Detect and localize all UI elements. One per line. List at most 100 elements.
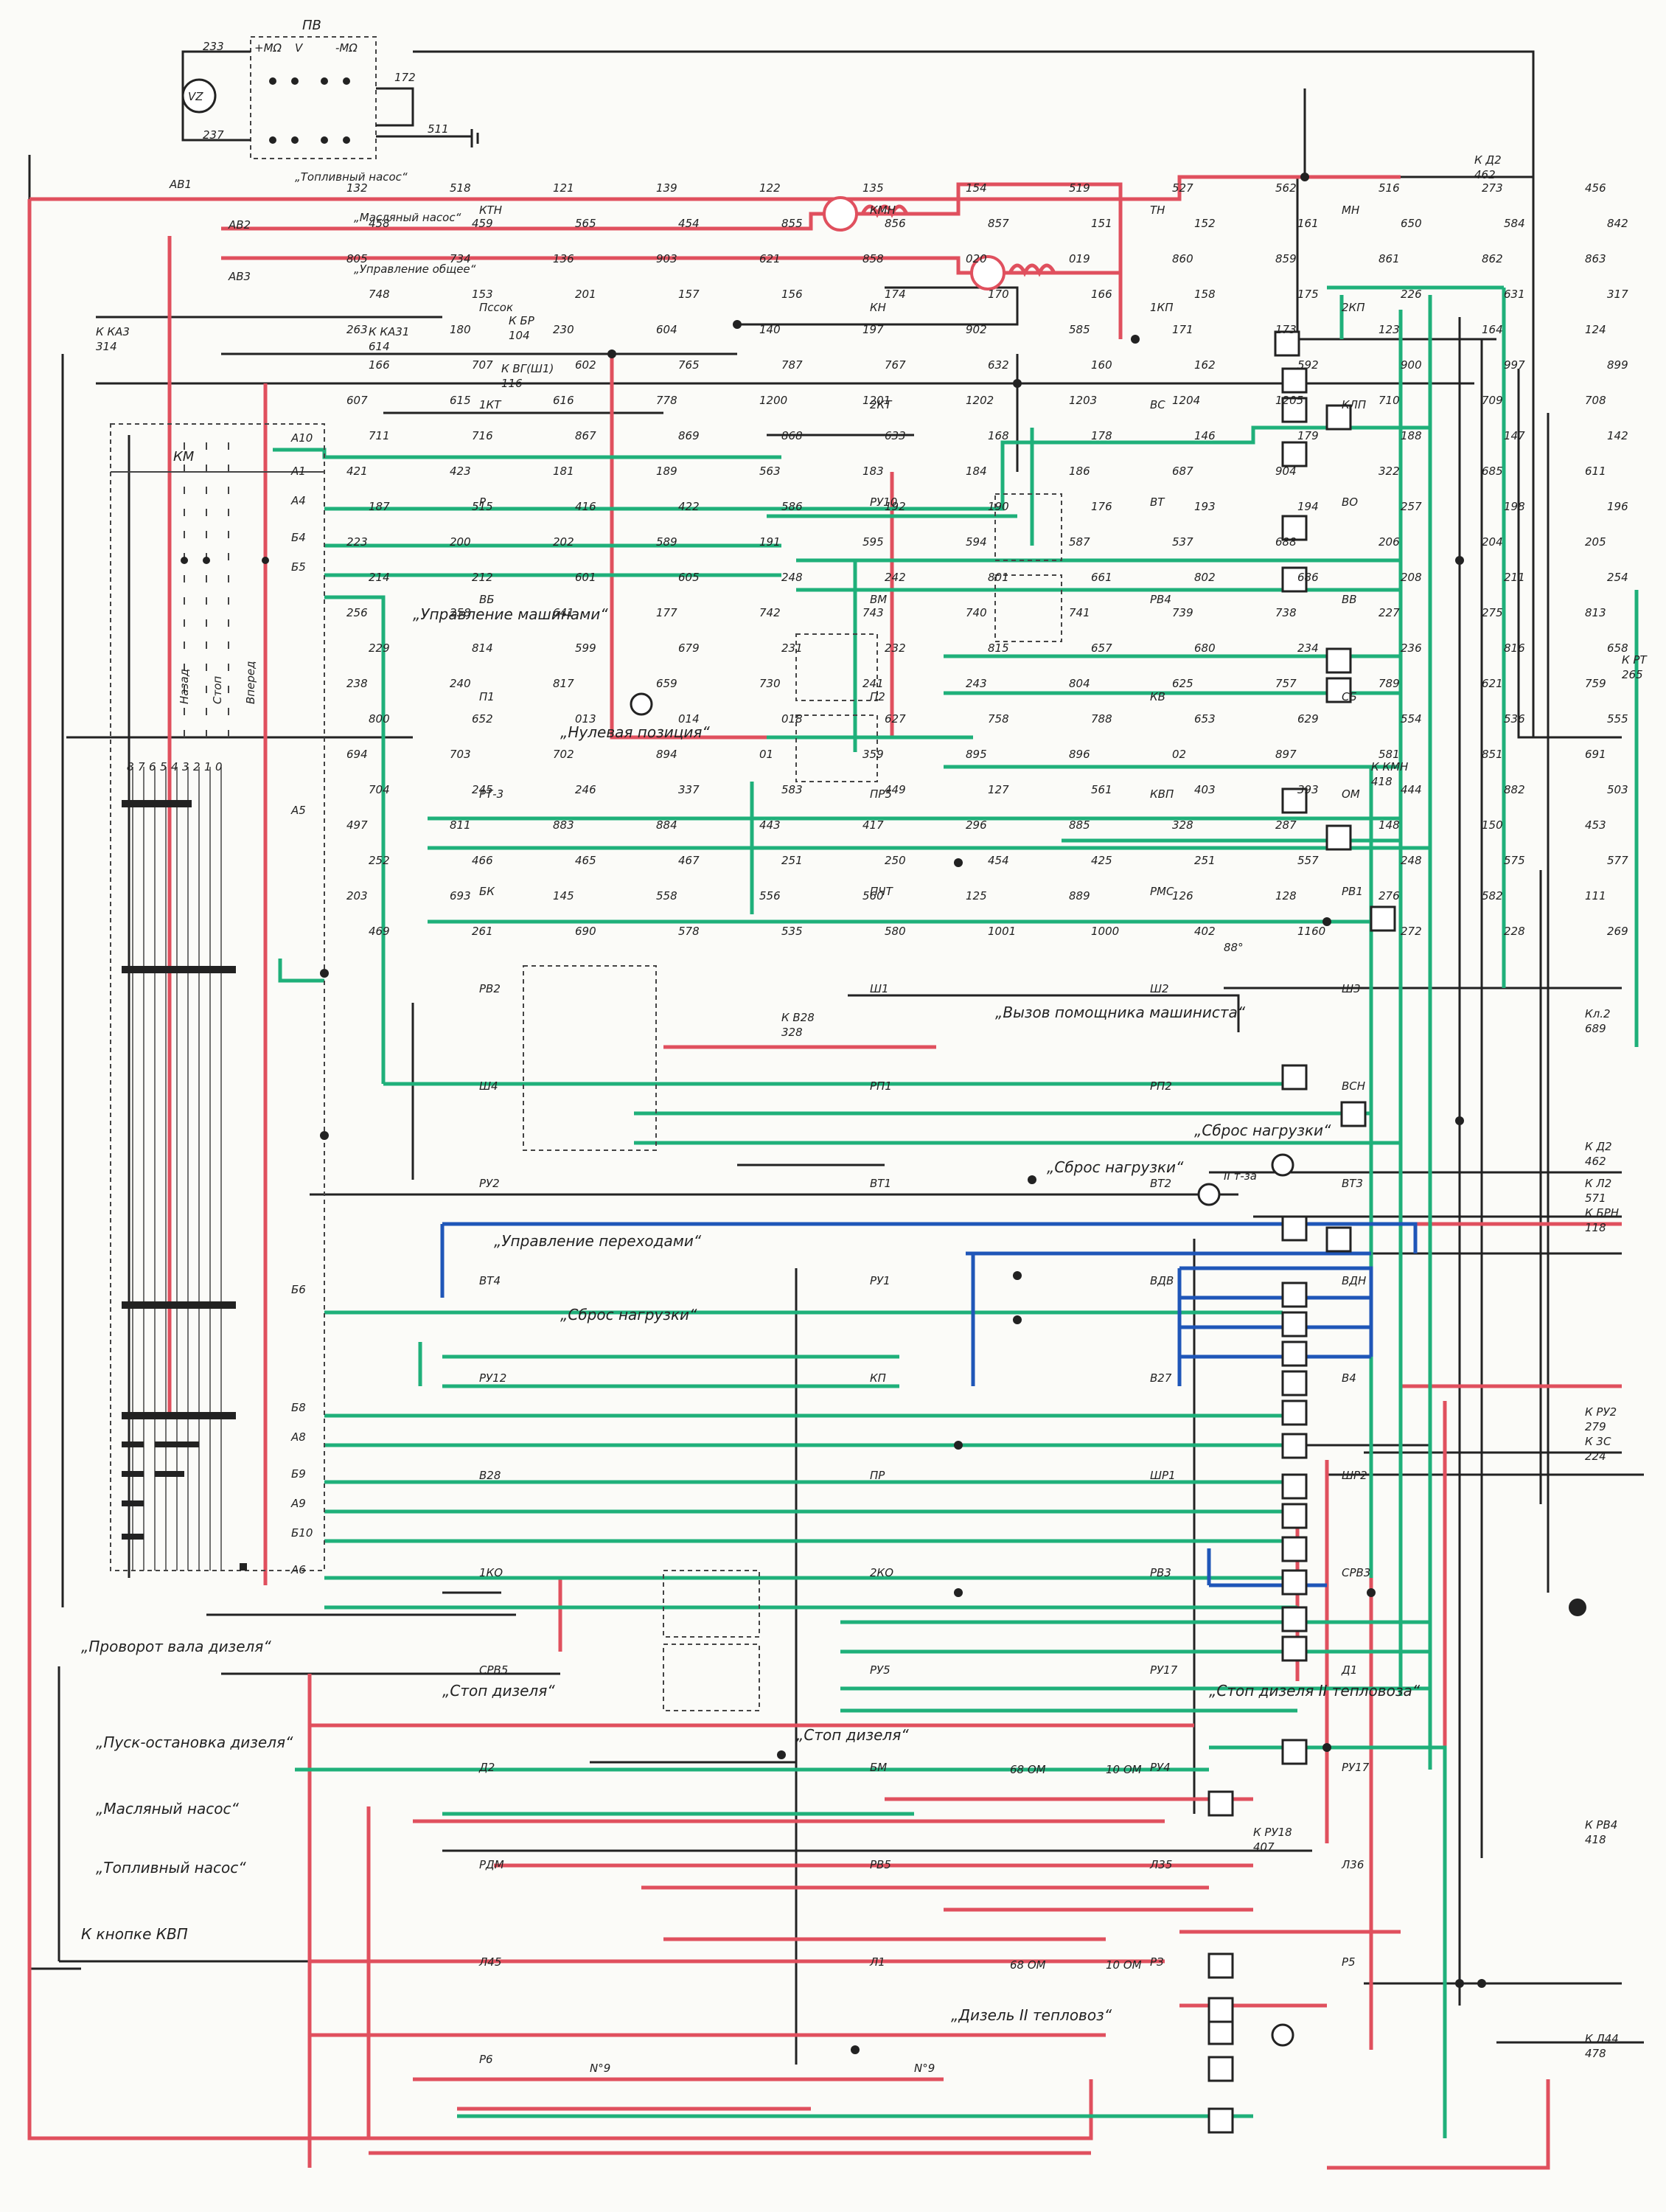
wire-number: 997 (1504, 358, 1525, 372)
output-terminal-label: К 3С (1585, 1435, 1611, 1448)
relay-coil (1281, 1473, 1308, 1500)
wire-number: 227 (1379, 606, 1400, 619)
caption-text: „Вызов помощника машиниста“ (995, 1004, 1246, 1021)
wire-number: 602 (575, 358, 596, 372)
caption-text: К кнопке КВП (81, 1925, 188, 1943)
km-bar (240, 1563, 247, 1571)
km-contact-label: Б5 (291, 560, 306, 574)
km-position-label: 0 (215, 760, 223, 773)
relay-label: ВБ (479, 593, 495, 606)
km-bar (122, 800, 192, 807)
relay-label: РВ2 (479, 982, 501, 995)
km-position-label: 5 (160, 760, 167, 773)
wire-number: 896 (1069, 748, 1090, 761)
wire-number: 228 (1504, 925, 1525, 938)
wire-number: 196 (1607, 500, 1628, 513)
relay-coil (1207, 2019, 1234, 2045)
wire-number: 269 (1607, 925, 1628, 938)
lamps (630, 692, 1586, 2047)
km-bar (122, 1500, 144, 1506)
wire-number: 554 (1401, 712, 1422, 726)
wire-number: 234 (1297, 641, 1319, 655)
km-bar (122, 1534, 144, 1540)
wire-number: 595 (862, 535, 884, 549)
wire-number: 555 (1607, 712, 1628, 726)
wire-number: 787 (781, 358, 803, 372)
wire-number: 211 (1504, 571, 1525, 584)
wire-number: 897 (1275, 748, 1297, 761)
green-wires (273, 285, 1639, 2138)
km-contact-label: А9 (290, 1497, 306, 1510)
wire-number: 124 (1585, 323, 1606, 336)
wire-number: 296 (966, 818, 987, 832)
wire-number: 704 (369, 783, 390, 796)
wire-number: 1160 (1297, 925, 1325, 938)
caption-text: „Стоп дизеля“ (442, 1682, 555, 1700)
wire-number: 601 (575, 571, 596, 584)
relay-coil (1281, 1569, 1308, 1596)
wire-number: 208 (1401, 571, 1422, 584)
wire-number: 214 (369, 571, 390, 584)
wire-number: 627 (885, 712, 906, 726)
wire-number: 245 (472, 783, 493, 796)
wire-number: 778 (656, 394, 677, 407)
wire-number: 233 (203, 40, 224, 53)
wire-number: 151 (1091, 217, 1112, 230)
relay-coil (1281, 397, 1308, 423)
wire-number: 226 (1401, 288, 1422, 301)
km-position-label: 2 (193, 760, 201, 773)
wire-number: 708 (1585, 394, 1606, 407)
wire-number: 236 (1401, 641, 1422, 655)
wire-number: 240 (450, 677, 471, 690)
relay-label: РП2 (1150, 1079, 1172, 1093)
relay-coil (1281, 787, 1308, 814)
km-contact-label: Б9 (291, 1467, 306, 1481)
wire-number: 805 (346, 252, 368, 265)
relay-label: Л1 (869, 1955, 885, 1969)
breaker-caption: „Топливный насос“ (295, 170, 408, 184)
wire-number: 765 (678, 358, 700, 372)
wire-number: 265 (1622, 668, 1643, 681)
wire-number: 147 (1504, 429, 1525, 442)
wire-number: 161 (1297, 217, 1319, 230)
wire-number: 607 (346, 394, 368, 407)
wire-number: 659 (656, 677, 677, 690)
relay-label: Ш3 (1342, 982, 1361, 995)
pv-terminal-label: +МΩ (254, 41, 282, 55)
wire-number: 462 (1585, 1155, 1606, 1168)
wire-number: 1203 (1069, 394, 1097, 407)
caption-text: „Дизель II тепловоз“ (951, 2006, 1112, 2024)
wire-number: 178 (1091, 429, 1112, 442)
output-terminal-label: К БРН (1585, 1206, 1619, 1220)
wire-number: 018 (781, 712, 803, 726)
km-contact-label: А10 (290, 431, 313, 445)
relay-label: 1КТ (479, 398, 502, 411)
caption-text: „Топливный насос“ (96, 1859, 246, 1877)
wire-number: 716 (472, 429, 493, 442)
wire-number: 686 (1297, 571, 1319, 584)
wire-number: 146 (1194, 429, 1216, 442)
sub-blocks (523, 493, 1062, 1711)
relay-label: ВМ (870, 593, 887, 606)
relay-label: Р5 (1342, 1955, 1356, 1969)
relay-label: ВС (1150, 398, 1165, 411)
wire-number: 462 (1474, 168, 1496, 181)
relay-coil (1207, 2107, 1234, 2134)
relay-label: ВТ4 (479, 1274, 501, 1287)
relay-label: 2КО (870, 1566, 893, 1579)
relay-label: КВП (1150, 787, 1174, 801)
relay-coil (1325, 404, 1352, 431)
wire-number: 742 (759, 606, 781, 619)
relay-label: Д1 (1341, 1663, 1357, 1677)
wire-number: 882 (1504, 783, 1525, 796)
wire-number: 180 (450, 323, 471, 336)
wire-number: 111 (1585, 889, 1606, 902)
relay-coil (1325, 824, 1352, 851)
wire-number: 621 (1482, 677, 1503, 690)
wire-number: 616 (553, 394, 574, 407)
pv-terminal-label: -МΩ (335, 41, 358, 55)
relay-label: РП1 (870, 1079, 892, 1093)
wire-number: 206 (1379, 535, 1400, 549)
wire-number: 860 (1172, 252, 1193, 265)
relay-label: ШР1 (1150, 1469, 1176, 1482)
